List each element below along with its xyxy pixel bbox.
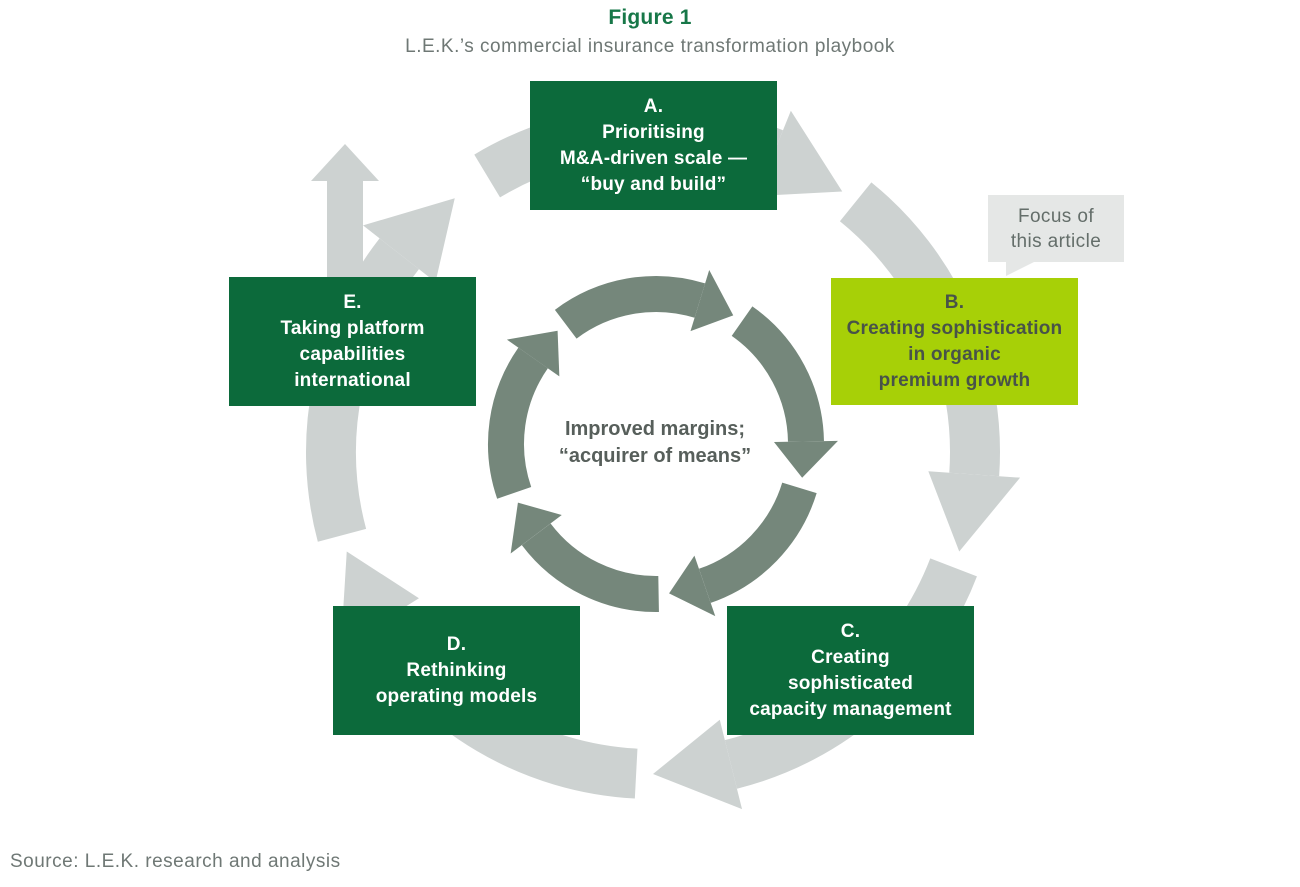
callout-line2: this article <box>1010 230 1102 252</box>
node-a-prioritising-ma-scale: A. Prioritising M&A-driven scale — “buy … <box>530 81 777 210</box>
node-a-letter: A. <box>643 95 664 117</box>
node-e-line3: international <box>294 369 411 391</box>
callout-line1: Focus of <box>1017 205 1095 227</box>
node-d-line2: operating models <box>375 685 538 707</box>
ring-arc-segment <box>488 347 549 499</box>
ring-arrowhead-icon <box>363 198 455 283</box>
node-e-line1: Taking platform <box>280 317 425 339</box>
source-note: Source: L.E.K. research and analysis <box>10 851 341 872</box>
node-d-letter: D. <box>446 633 467 655</box>
node-c-letter: C. <box>840 620 861 642</box>
node-e-letter: E. <box>343 291 362 313</box>
node-c-line1: Creating <box>811 646 890 668</box>
ring-arc-segment <box>731 306 824 443</box>
node-a-line2: M&A-driven scale — <box>559 147 748 169</box>
node-d-line1: Rethinking <box>406 659 507 681</box>
exit-arrow-tip <box>311 144 379 181</box>
node-b-line3: premium growth <box>878 369 1031 391</box>
center-line1: Improved margins; <box>564 418 746 440</box>
ring-arrowhead-icon <box>773 440 838 478</box>
node-b-letter: B. <box>944 291 965 313</box>
node-a-line3: “buy and build” <box>580 173 727 195</box>
figure-label: Figure 1 <box>608 6 692 29</box>
node-e-line2: capabilities <box>299 343 406 365</box>
ring-arrowhead-icon <box>928 471 1021 552</box>
ring-arrowhead-icon <box>510 502 562 554</box>
inner-cycle-ring <box>488 269 838 617</box>
ring-arrowhead-icon <box>506 330 560 377</box>
ring-arrowhead-icon <box>653 719 743 810</box>
focus-callout-bubble: Focus of this article <box>988 195 1124 276</box>
node-b-line2: in organic <box>908 343 1001 365</box>
ring-arc-segment <box>698 482 817 603</box>
node-d-operating-models: D. Rethinking operating models <box>333 606 580 735</box>
node-a-line1: Prioritising <box>602 121 705 143</box>
ring-arc-segment <box>554 276 706 339</box>
node-e-platform-international: E. Taking platform capabilities internat… <box>229 277 476 406</box>
node-c-line2: sophisticated <box>787 672 914 694</box>
node-b-organic-premium-growth: B. Creating sophistication in organic pr… <box>831 278 1078 405</box>
exit-arrow-shaft <box>327 176 363 294</box>
ring-arrowhead-icon <box>669 555 716 617</box>
node-b-line1: Creating sophistication <box>846 317 1063 339</box>
ring-arc-segment <box>521 523 659 612</box>
node-c-capacity-management: C. Creating sophisticated capacity manag… <box>727 606 974 735</box>
ring-arrowhead-icon <box>690 269 734 332</box>
node-c-line3: capacity management <box>749 698 952 720</box>
exit-up-arrow-icon <box>311 144 379 294</box>
center-line2: “acquirer of means” <box>558 445 752 467</box>
ring-arrowhead-icon <box>756 110 843 197</box>
figure-subtitle: L.E.K.’s commercial insurance transforma… <box>405 36 895 57</box>
center-outcome-label: Improved margins; “acquirer of means” <box>493 416 817 470</box>
